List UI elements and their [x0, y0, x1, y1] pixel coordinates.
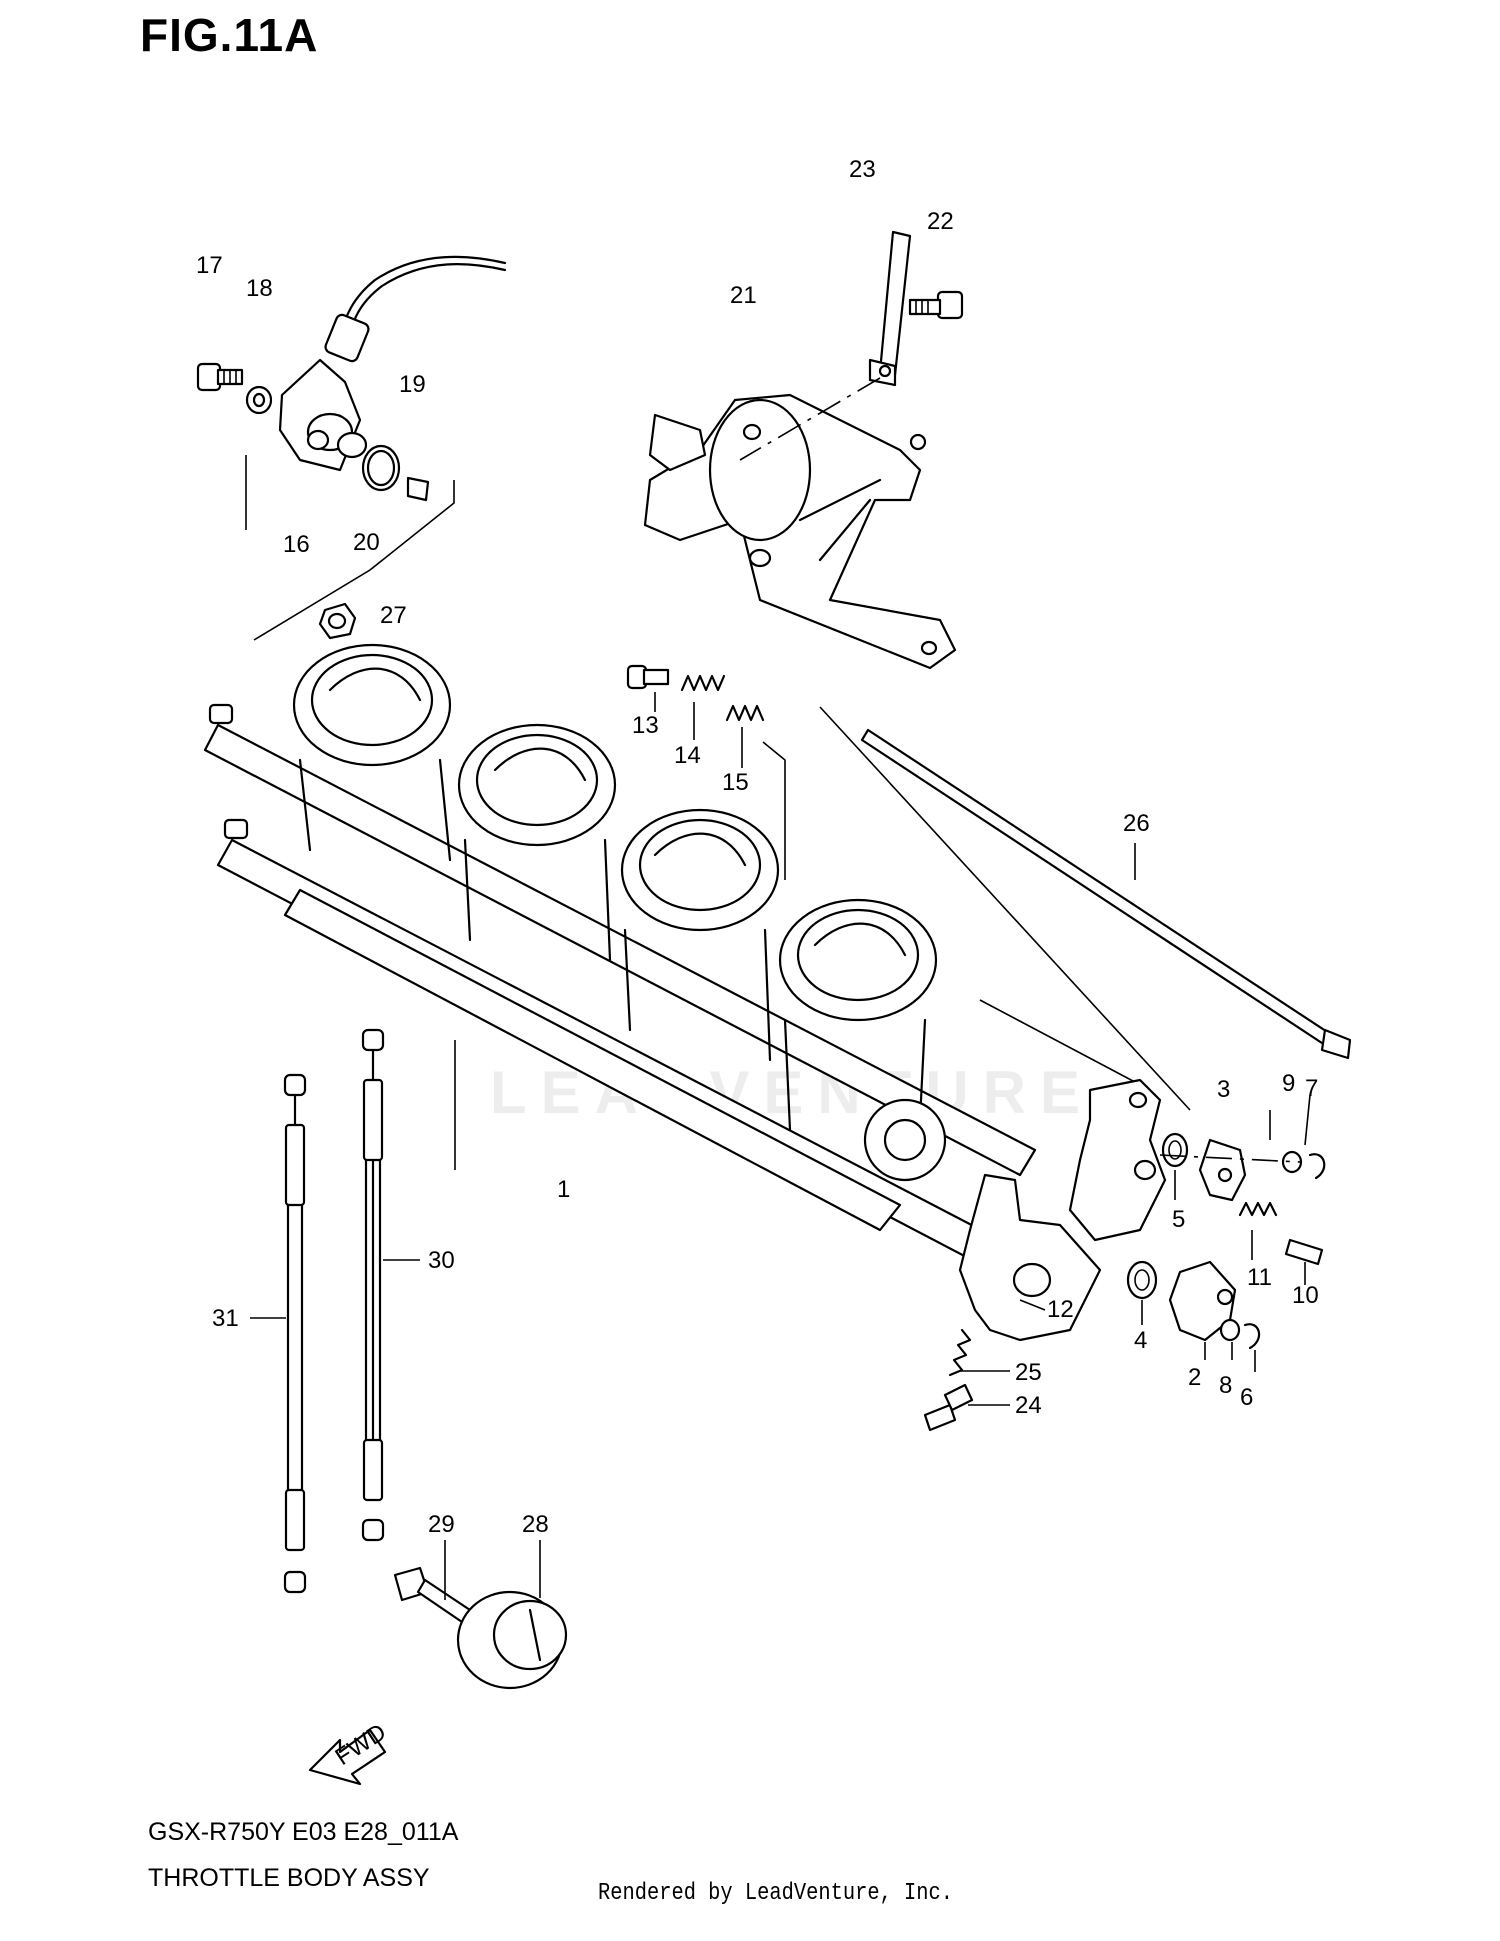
- washer-18: [245, 385, 273, 415]
- spring-25: [948, 1328, 972, 1377]
- callout-4: 4: [1134, 1327, 1147, 1354]
- spring-15: [725, 704, 765, 722]
- washer-8: [1219, 1318, 1241, 1342]
- callout-28: 28: [522, 1511, 549, 1538]
- screw-24: [923, 1383, 974, 1432]
- callout-12: 12: [1047, 1296, 1074, 1323]
- bolt-22: [908, 290, 964, 320]
- callout-26: 26: [1123, 810, 1150, 837]
- callout-20: 20: [353, 529, 380, 556]
- forward-arrow-icon: FWD: [308, 1719, 391, 1786]
- plate-lever: [1068, 1078, 1167, 1242]
- rod-26: [860, 728, 1352, 1060]
- callout-19: 19: [399, 371, 426, 398]
- callout-1: 1: [557, 1176, 570, 1203]
- callout-11: 11: [1247, 1264, 1272, 1291]
- rendered-by-credit: Rendered by LeadVenture, Inc.: [598, 1880, 954, 1907]
- circlip-7: [1308, 1153, 1326, 1180]
- callout-5: 5: [1172, 1206, 1185, 1233]
- callout-6: 6: [1240, 1384, 1253, 1411]
- washer-9: [1281, 1150, 1303, 1174]
- lever-12: [958, 1173, 1102, 1342]
- spring-14: [680, 674, 726, 692]
- callout-21: 21: [730, 282, 757, 309]
- callout-30: 30: [428, 1247, 455, 1274]
- throttle-body-1: [203, 643, 1037, 1274]
- bracket-21: [643, 393, 957, 670]
- o-ring-20: [361, 444, 401, 492]
- callout-3: 3: [1217, 1076, 1230, 1103]
- callout-23: 23: [849, 156, 876, 183]
- clamp-23: [868, 230, 912, 387]
- figure-title: FIG.11A: [140, 9, 319, 61]
- callout-10: 10: [1292, 1282, 1319, 1309]
- callout-7: 7: [1305, 1075, 1318, 1102]
- screw-17: [196, 362, 244, 392]
- callout-18: 18: [246, 275, 273, 302]
- cable-31: [283, 1073, 307, 1594]
- callout-25: 25: [1015, 1359, 1042, 1386]
- callout-16: 16: [283, 531, 310, 558]
- model-code: GSX-R750Y E03 E28_011A: [148, 1818, 459, 1846]
- assembly-name: THROTTLE BODY ASSY: [148, 1864, 430, 1892]
- screw-10: [1284, 1238, 1324, 1266]
- screw-13: [626, 664, 670, 690]
- cap-28: [456, 1590, 568, 1690]
- callout-22: 22: [927, 208, 954, 235]
- callout-9: 9: [1282, 1070, 1295, 1097]
- spring-4: [1126, 1260, 1158, 1300]
- throttle-position-sensor-16: [278, 255, 507, 472]
- callout-15: 15: [722, 769, 749, 796]
- circlip-6: [1243, 1323, 1261, 1350]
- cable-30: [361, 1028, 385, 1542]
- spring-11: [1238, 1201, 1278, 1217]
- callout-27: 27: [380, 602, 407, 629]
- callout-24: 24: [1015, 1392, 1042, 1419]
- lever-2: [1168, 1260, 1237, 1342]
- bolt-29: [393, 1566, 472, 1624]
- callout-29: 29: [428, 1511, 455, 1538]
- callout-13: 13: [632, 712, 659, 739]
- callout-17: 17: [196, 252, 223, 279]
- callout-2: 2: [1188, 1364, 1201, 1391]
- nut-27: [318, 602, 357, 640]
- clip-19: [406, 476, 430, 502]
- lever-3: [1198, 1138, 1247, 1202]
- callout-31: 31: [212, 1305, 239, 1332]
- callout-14: 14: [674, 742, 701, 769]
- spring-5: [1161, 1132, 1189, 1168]
- callout-8: 8: [1219, 1372, 1232, 1399]
